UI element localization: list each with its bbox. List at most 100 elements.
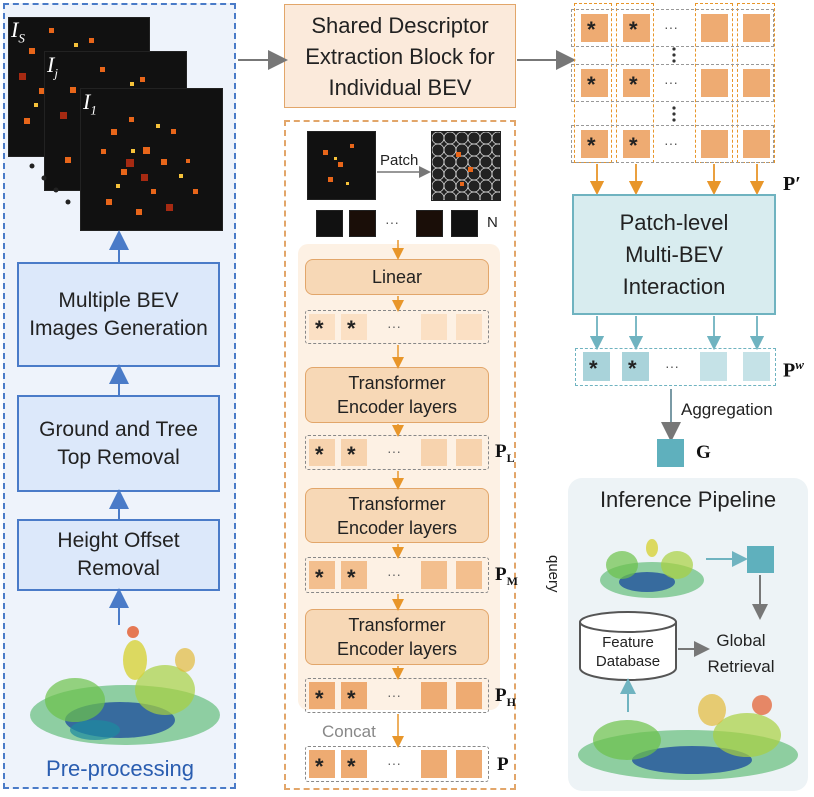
patch-tile-1: [316, 210, 343, 237]
token-l0-3: [421, 314, 447, 340]
global-retrieval-label: Global Retrieval: [707, 631, 775, 676]
global-descriptor-g: [657, 439, 684, 467]
p-prime-hdots: ···: [664, 19, 678, 35]
p-prime-cell: [743, 69, 770, 97]
p-prime-cell: [743, 14, 770, 42]
p-prime-cell: [701, 14, 728, 42]
p-w-star-2: *: [628, 356, 637, 381]
p-prime-grid: * * * * * * ··· ··· ···: [571, 3, 775, 164]
token-pm-1: [309, 561, 335, 589]
aggregation-label: Aggregation: [681, 400, 773, 419]
p-prime-cell: [623, 14, 650, 42]
star-ph-2: *: [347, 686, 356, 711]
p-prime-label: P′: [783, 173, 801, 195]
p-w-cell-3: [700, 352, 727, 381]
star-pl-2: *: [347, 442, 356, 467]
transformer-encoder-3: Transformer Encoder layers: [305, 609, 489, 665]
query-point-cloud: [600, 539, 704, 598]
p-prime-cell: [701, 130, 728, 158]
dots-pm: ···: [387, 566, 401, 582]
p-prime-cell: [701, 69, 728, 97]
p-w-cell-1: [583, 352, 610, 381]
bev-label-j: Ij: [47, 52, 58, 81]
star-p-1: *: [315, 754, 324, 779]
star-pm-2: *: [347, 565, 356, 590]
token-pm-2: [341, 561, 367, 589]
patched-image: [431, 131, 501, 201]
g-label: G: [696, 442, 711, 463]
bev-image-1: [80, 88, 223, 231]
p-w-cell-2: [622, 352, 649, 381]
star-l0-1: *: [315, 316, 324, 341]
token-pl-1: [309, 439, 335, 466]
token-pm-3: [421, 561, 447, 589]
p-w-label: Pw: [783, 357, 804, 382]
point-cloud-input: [30, 626, 220, 745]
p-prime-star: *: [629, 133, 638, 158]
p-w-row: [575, 348, 776, 386]
p-prime-star: *: [587, 133, 596, 158]
token-p-1: [309, 750, 335, 778]
token-p-3: [421, 750, 447, 778]
star-pm-1: *: [315, 565, 324, 590]
token-ph-4: [456, 682, 482, 709]
patch-grid: [432, 132, 500, 200]
p-w-cell-4: [743, 352, 770, 381]
shared-descriptor-title-box: Shared Descriptor Extraction Block for I…: [284, 4, 516, 108]
token-ph-1: [309, 682, 335, 709]
multiple-bev-generation-box: Multiple BEV Images Generation: [17, 262, 220, 367]
n-label: N: [487, 214, 498, 231]
patch-input-heat: [323, 144, 354, 185]
patch-input-image: [307, 131, 376, 200]
token-p-2: [341, 750, 367, 778]
inference-title: Inference Pipeline: [599, 487, 777, 512]
token-pl-4: [456, 439, 482, 466]
concat-label: Concat: [322, 722, 376, 741]
preprocessing-arrows: [109, 230, 129, 625]
patch-label: Patch: [380, 152, 419, 169]
p-prime-star: *: [587, 17, 596, 42]
dots-p: ···: [387, 755, 401, 771]
p-prime-cell: [623, 69, 650, 97]
p-prime-star: *: [629, 72, 638, 97]
patch-tile-2: [349, 210, 376, 237]
p-w-dots: ···: [665, 358, 679, 374]
p-prime-cell: [623, 130, 650, 158]
dots-l0: ···: [387, 318, 401, 334]
p-prime-hdots: ···: [664, 135, 678, 151]
p-prime-star: *: [629, 17, 638, 42]
p-l-label: PL: [495, 441, 515, 465]
patch-arrow: [377, 166, 431, 178]
patch-tiles-dots: ···: [385, 214, 399, 230]
p-prime-cell: [743, 130, 770, 158]
stack-dots: [29, 163, 71, 205]
p-prime-row-2: [571, 64, 774, 102]
patch-tile-4: [451, 210, 478, 237]
token-ph-3: [421, 682, 447, 709]
p-label: P: [497, 754, 509, 775]
patch-level-interaction-block: Patch-level Multi-BEV Interaction: [572, 194, 776, 315]
star-p-2: *: [347, 754, 356, 779]
feature-database-label: Feature Database: [595, 634, 661, 670]
token-ph-2: [341, 682, 367, 709]
p-w-star-1: *: [589, 356, 598, 381]
p-prime-star: *: [587, 72, 596, 97]
bev-heat-1: [101, 117, 198, 215]
token-p-4: [456, 750, 482, 778]
bev-label-1: I1: [83, 89, 97, 118]
database-point-cloud: [578, 694, 798, 780]
token-pl-2: [341, 439, 367, 466]
transformer-encoder-2: Transformer Encoder layers: [305, 488, 489, 543]
token-l0-1: [309, 314, 335, 340]
star-pl-1: *: [315, 442, 324, 467]
token-pm-4: [456, 561, 482, 589]
p-prime-row-1: [571, 9, 774, 47]
p-prime-row-3: [571, 125, 774, 163]
token-l0-4: [456, 314, 482, 340]
query-descriptor: [747, 546, 774, 573]
p-prime-hdots: ···: [664, 74, 678, 90]
height-offset-removal-box: Height Offset Removal: [17, 519, 220, 591]
p-prime-vdots: [672, 47, 676, 122]
